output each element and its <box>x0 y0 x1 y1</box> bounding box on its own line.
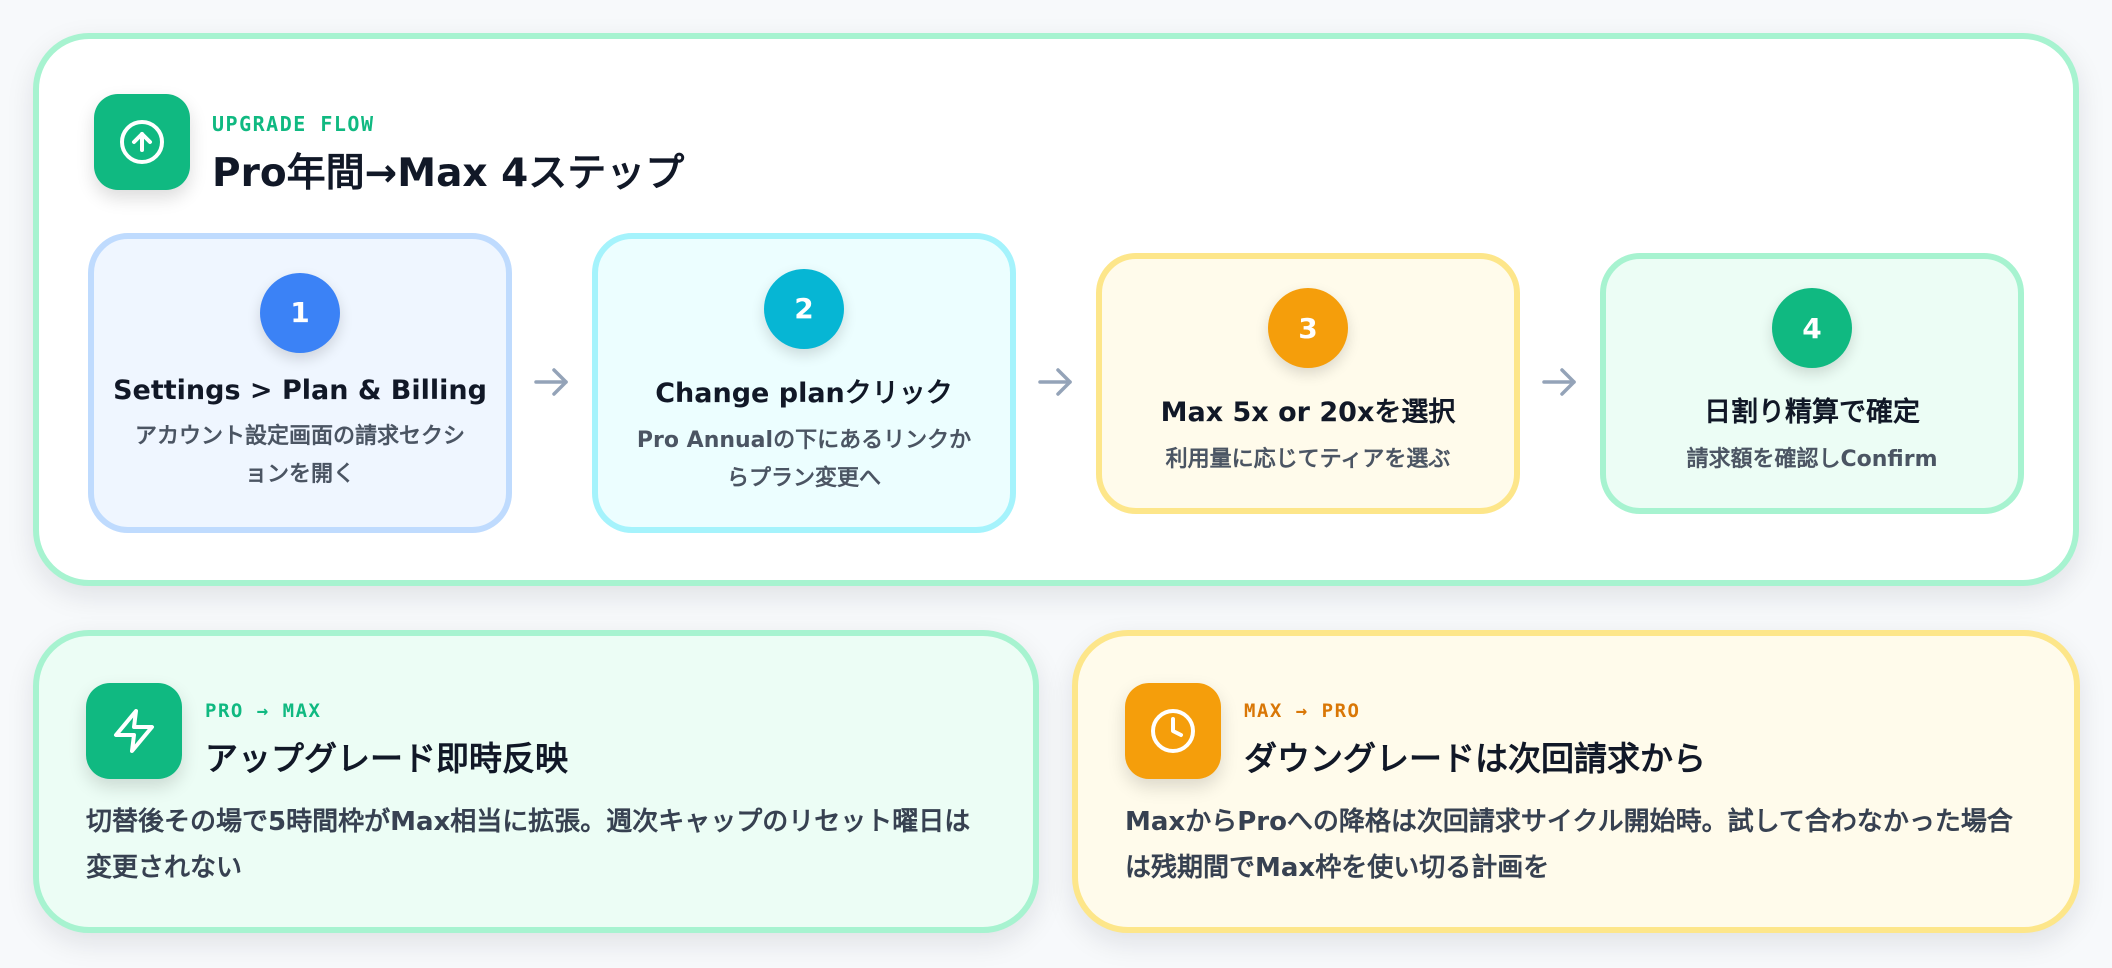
upgrade-title: アップグレード即時反映 <box>205 739 568 778</box>
step-title: Max 5x or 20xを選択 <box>1160 397 1456 428</box>
upgrade-body: 切替後その場で5時間枠がMax相当に拡張。週次キャップのリセット曜日は変更されな… <box>86 807 971 883</box>
flow-eyebrow: UPGRADE FLOW <box>212 112 375 136</box>
step-description: 請求額を確認しConfirm <box>1686 447 1938 472</box>
clock-icon <box>1125 683 1221 779</box>
step-number-badge: 2 <box>764 268 844 349</box>
step-card-1: 1 Settings > Plan & Billing アカウント設定画面の請求… <box>88 233 512 533</box>
upgrade-info-card: PRO → MAX アップグレード即時反映 切替後その場で5時間枠がMax相当に… <box>33 630 1039 933</box>
upgrade-eyebrow: PRO → MAX <box>205 700 322 722</box>
downgrade-eyebrow: MAX → PRO <box>1244 700 1361 722</box>
step-card-2: 2 Change planクリック Pro Annualの下にあるリンクからプラ… <box>592 233 1016 533</box>
flow-title: Pro年間→Max 4ステップ <box>212 151 685 196</box>
lightning-icon <box>86 683 182 779</box>
step-card-4: 4 日割り精算で確定 請求額を確認しConfirm <box>1600 253 2024 514</box>
arrow-right-icon <box>534 368 568 396</box>
arrow-right-icon <box>1038 368 1072 396</box>
step-title: Change planクリック <box>655 377 953 409</box>
step-number-badge: 1 <box>260 272 340 353</box>
step-title: 日割り精算で確定 <box>1704 397 1920 428</box>
step-card-3: 3 Max 5x or 20xを選択 利用量に応じてティアを選ぶ <box>1096 253 1520 514</box>
arrow-right-icon <box>1542 368 1576 396</box>
downgrade-info-card: MAX → PRO ダウングレードは次回請求から MaxからProへの降格は次回… <box>1072 630 2080 933</box>
downgrade-body: MaxからProへの降格は次回請求サイクル開始時。試して合わなかった場合は残期間… <box>1125 807 2013 883</box>
step-description: アカウント設定画面の請求セクションを開く <box>134 423 465 487</box>
step-number-badge: 3 <box>1268 288 1348 368</box>
step-description: 利用量に応じてティアを選ぶ <box>1165 447 1451 472</box>
arrow-up-circle-icon <box>94 94 190 190</box>
downgrade-title: ダウングレードは次回請求から <box>1244 739 1706 778</box>
step-number-badge: 4 <box>1772 288 1852 368</box>
step-description: Pro Annualの下にあるリンクからプラン変更へ <box>636 427 972 491</box>
step-title: Settings > Plan & Billing <box>113 374 487 406</box>
